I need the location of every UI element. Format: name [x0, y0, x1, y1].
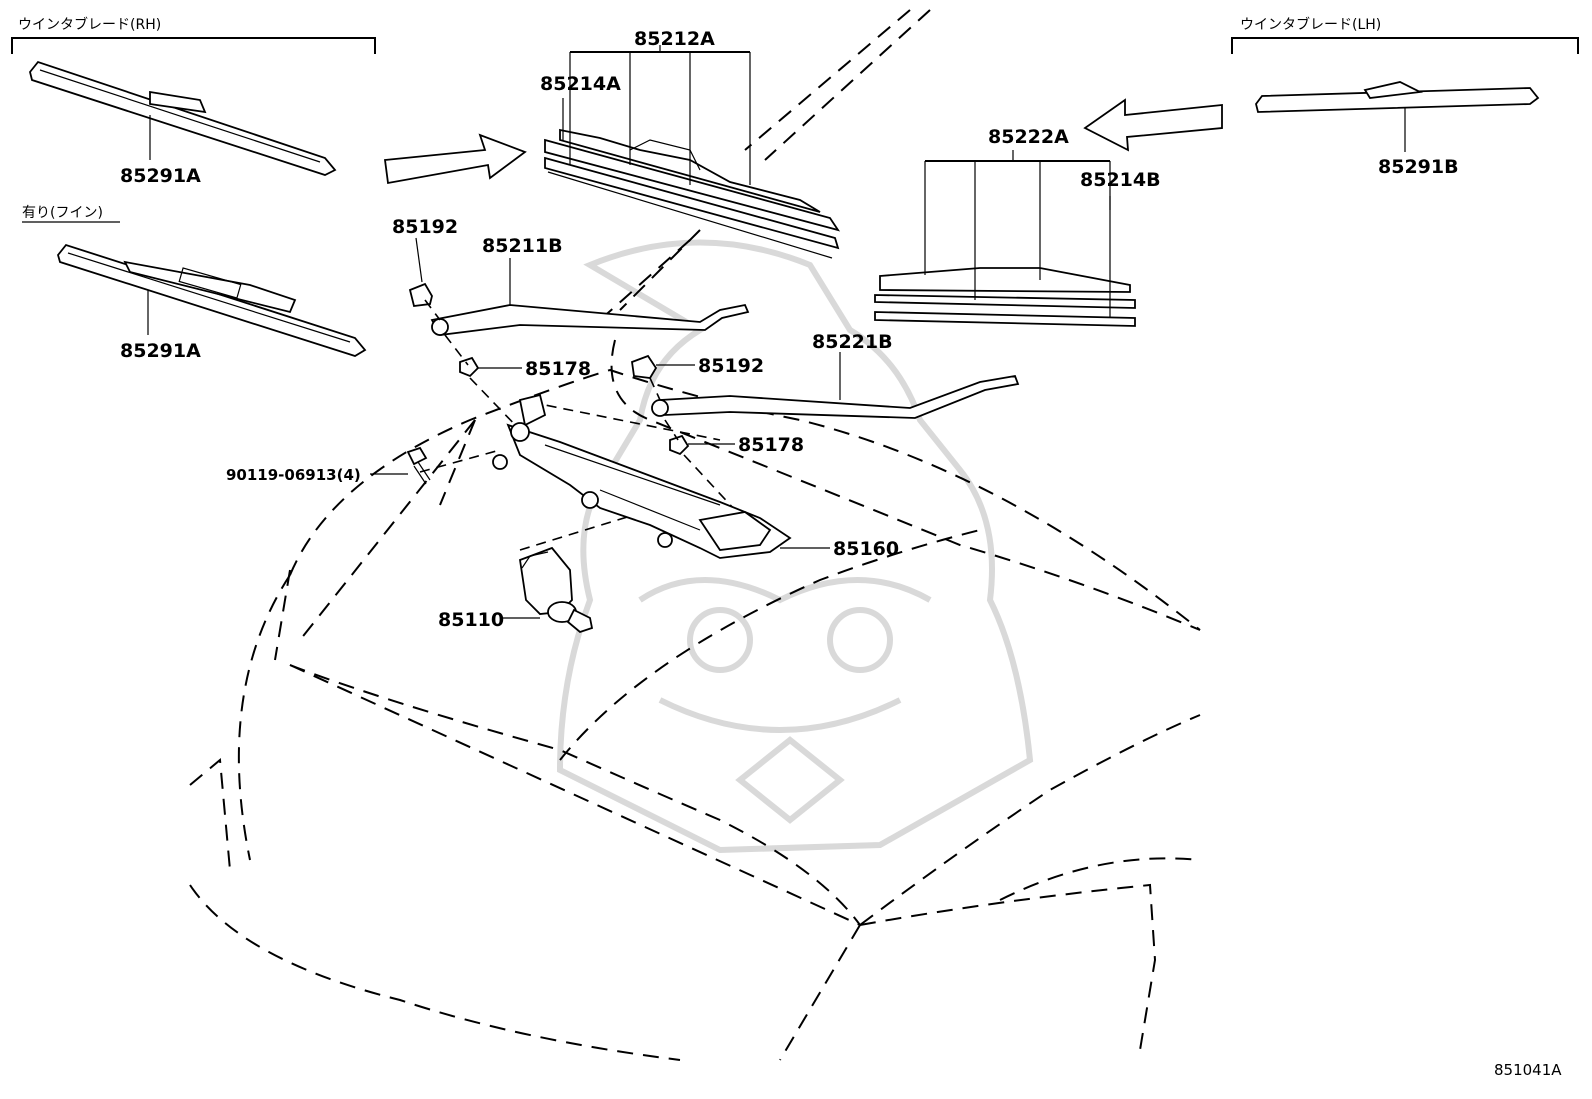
part-number-85291B: 85291B [1378, 156, 1459, 178]
nut-85178-right[interactable] [669, 434, 690, 456]
arrow-left-icon [1083, 98, 1223, 152]
watermark-samurai-icon [556, 239, 1034, 854]
part-number-85214A: 85214A [540, 73, 621, 95]
arrow-right-icon [383, 133, 527, 185]
part-number-85192-right: 85192 [698, 355, 764, 377]
pivot-cap-85192-left[interactable] [408, 282, 433, 307]
winter-blade-lh-group: ウインタブレード(LH) 85291B [1231, 16, 1579, 178]
wiper-blade-assembly-85222A[interactable] [874, 267, 1136, 327]
wiper-blade-85291B[interactable] [1255, 81, 1540, 113]
part-number-85178-right: 85178 [738, 434, 804, 456]
part-number-85291A-top: 85291A [120, 165, 201, 187]
part-number-90119-06913: 90119-06913(4) [226, 466, 361, 484]
wiper-blade-assembly-85212A[interactable] [544, 128, 841, 259]
wiper-motor-85110[interactable] [519, 546, 594, 634]
winter-blade-rh-group: ウインタブレード(RH) 85291A 有り(フイン) 85291A [11, 16, 376, 362]
assembly-guide-lines [419, 299, 736, 551]
wiper-blade-85291A-bottom[interactable] [57, 243, 367, 357]
part-number-85214B: 85214B [1080, 169, 1161, 191]
blade-rh-title: ウインタブレード(RH) [18, 16, 161, 33]
blade-lh-title: ウインタブレード(LH) [1240, 16, 1381, 33]
part-number-85110: 85110 [438, 609, 504, 631]
wiper-arm-85211B[interactable] [430, 303, 750, 336]
part-number-85160: 85160 [833, 538, 899, 560]
part-number-85291A-bottom: 85291A [120, 340, 201, 362]
fin-title: 有り(フイン) [22, 205, 103, 221]
bolt-90119-06913[interactable] [406, 446, 431, 485]
part-number-85211B: 85211B [482, 235, 563, 257]
part-number-85221B: 85221B [812, 331, 893, 353]
figure-code: 851041A [1494, 1061, 1562, 1079]
pivot-cap-85192-right[interactable] [631, 354, 658, 379]
wiper-arm-85221B[interactable] [651, 374, 1020, 419]
wiper-blade-85291A-top[interactable] [29, 60, 337, 176]
part-number-85192-left: 85192 [392, 216, 458, 238]
wiper-link-assembly-85160[interactable] [492, 393, 792, 559]
nut-85178-left[interactable] [459, 356, 480, 378]
part-number-85222A: 85222A [988, 126, 1069, 148]
part-number-85178-left: 85178 [525, 358, 591, 380]
part-number-85212A: 85212A [634, 28, 715, 50]
car-body-outline [189, 9, 1201, 1061]
